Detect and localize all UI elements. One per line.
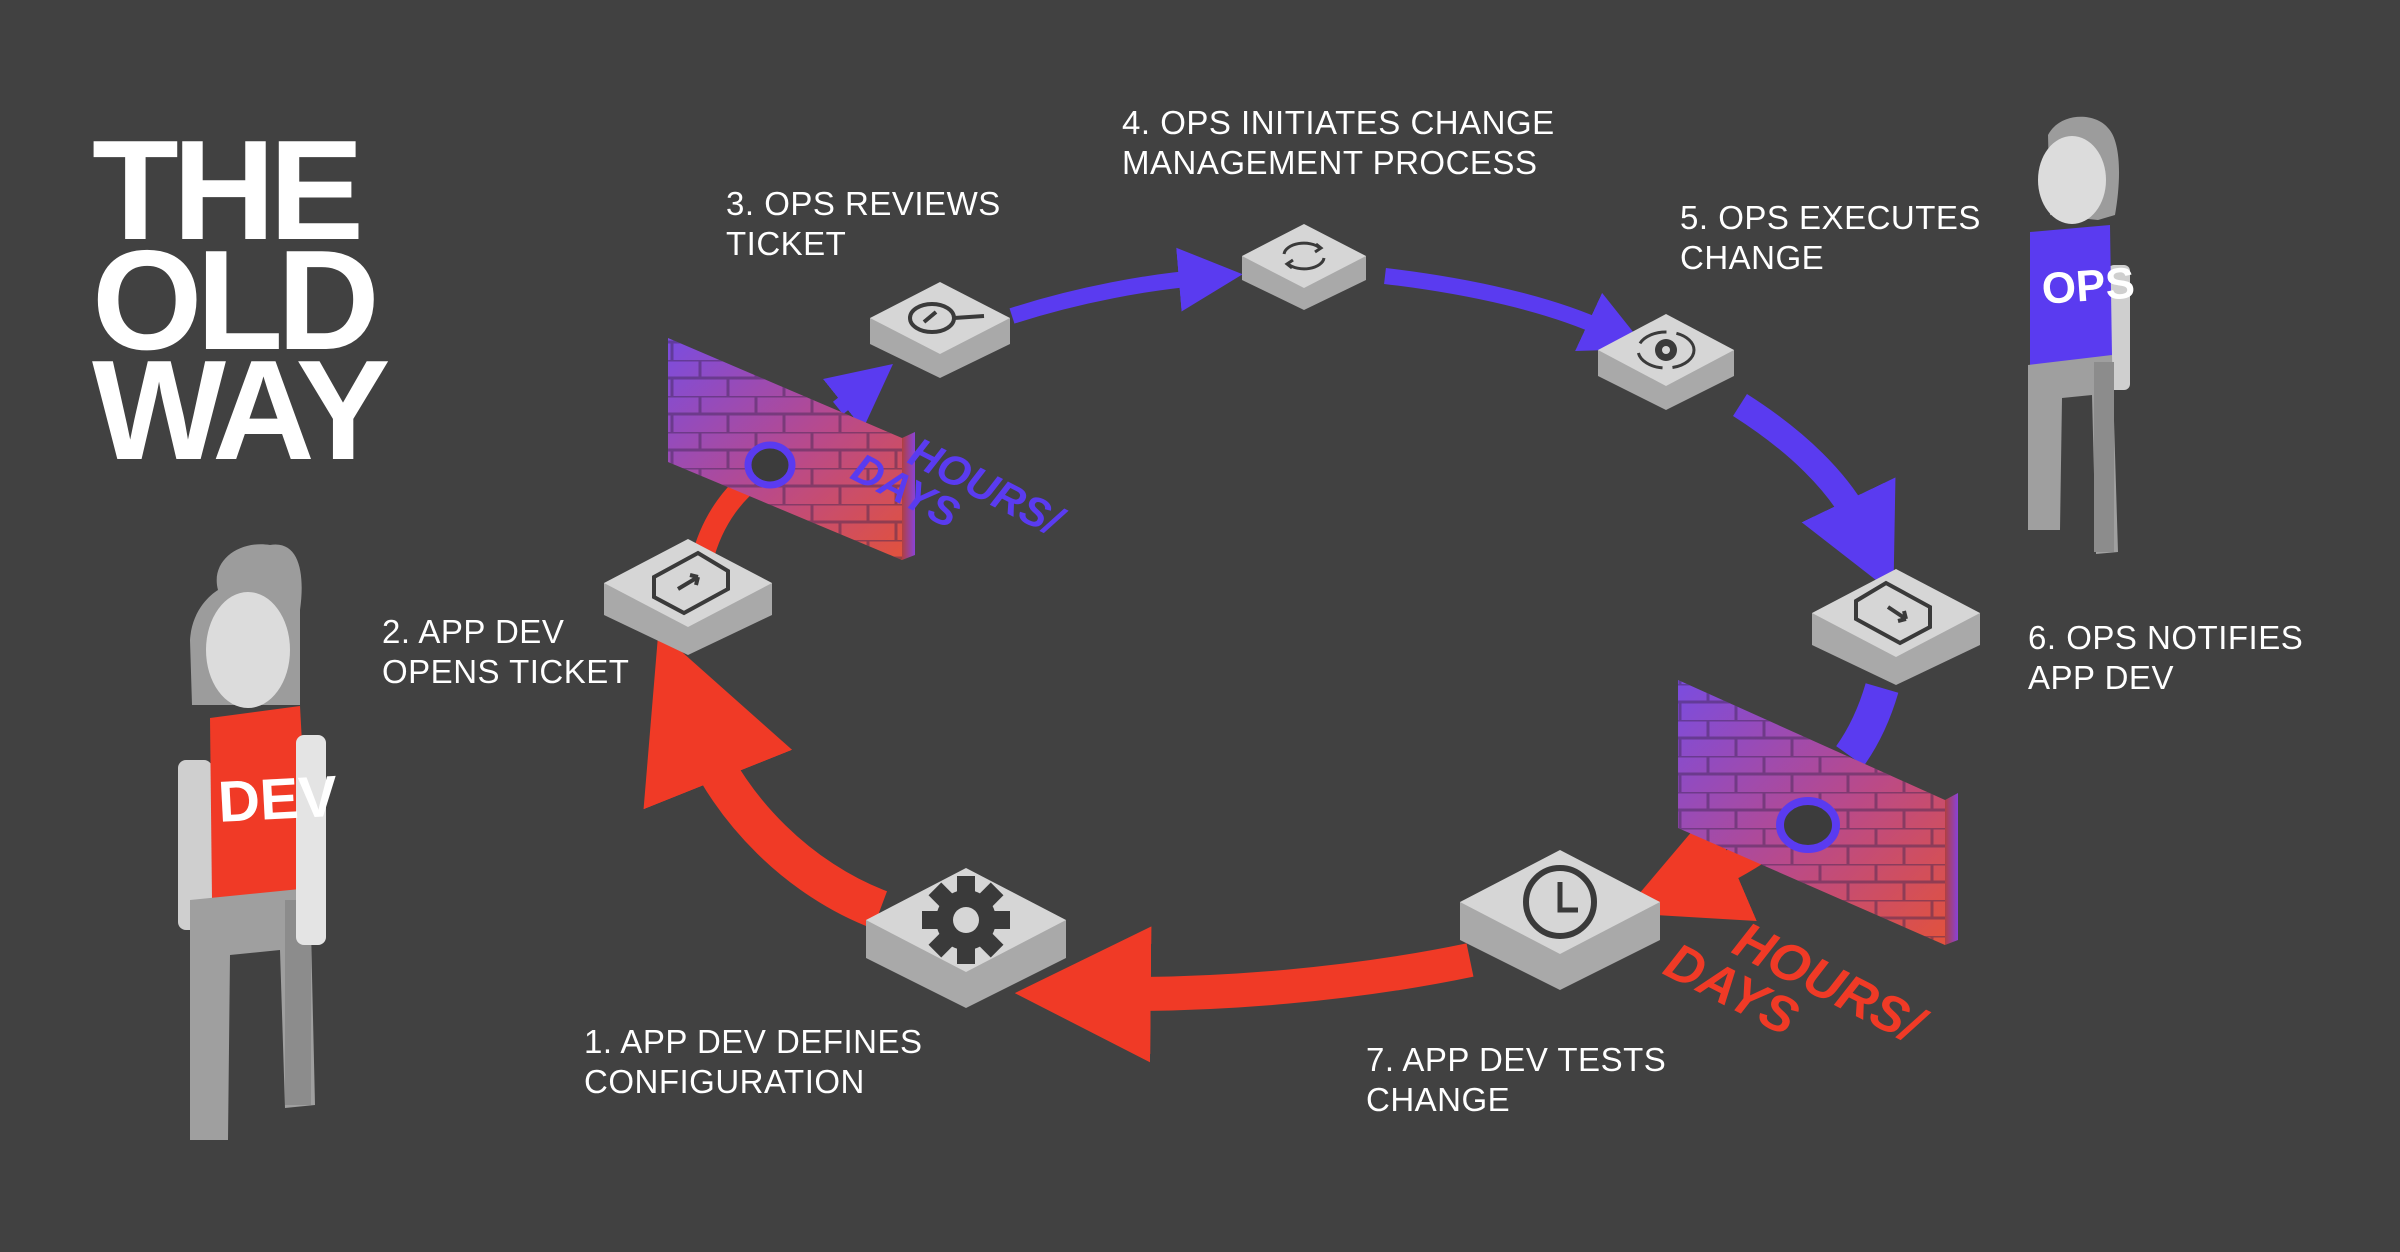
dev-head	[206, 592, 290, 708]
title-line-3: WAY	[92, 331, 390, 490]
step4-node	[1242, 224, 1366, 310]
step1-label-line1: 1. APP DEV DEFINES	[584, 1023, 923, 1060]
ticket-up-icon	[652, 550, 730, 616]
dev-shirt	[210, 706, 310, 900]
step3-label-line1: 3. OPS REVIEWS	[726, 185, 1001, 222]
step7-label-line2: CHANGE	[1366, 1081, 1511, 1118]
step5-label-line1: 5. OPS EXECUTES	[1680, 199, 1981, 236]
ticket-down-icon	[1854, 580, 1932, 646]
title-line-1: THE	[92, 111, 364, 270]
wall-hole	[1776, 797, 1840, 853]
ops-shirt-label: OPS	[2040, 259, 2136, 314]
ops-head	[2038, 136, 2106, 224]
step2-label-line2: OPENS TICKET	[382, 653, 630, 690]
refresh-cycle-icon	[1282, 241, 1326, 271]
step7-label: 7. APP DEV TESTS CHANGE	[1366, 1040, 1666, 1120]
step3-label: 3. OPS REVIEWS TICKET	[726, 184, 1001, 264]
gear-icon	[922, 876, 1010, 964]
magnify-ticket-icon	[908, 302, 985, 334]
ops-person: OPS	[2028, 116, 2136, 554]
step3-node	[870, 282, 1010, 378]
arrow-wall-to-step3	[823, 364, 893, 429]
ops-shirt	[2030, 225, 2112, 365]
step4-label-line1: 4. OPS INITIATES CHANGE	[1122, 104, 1555, 141]
gear-cycle-icon	[1636, 330, 1696, 370]
step7-label-line1: 7. APP DEV TESTS	[1366, 1041, 1667, 1078]
step6-label-line2: APP DEV	[2028, 659, 2174, 696]
step6-label: 6. OPS NOTIFIES APP DEV	[2028, 618, 2303, 698]
step6-node	[1812, 569, 1980, 685]
step2-label-line1: 2. APP DEV	[382, 613, 565, 650]
wall-hole	[744, 441, 796, 489]
arrow-step4-to-step5	[1384, 268, 1647, 351]
dev-person: DEV	[178, 544, 339, 1140]
title-line-2: OLD	[92, 221, 380, 380]
arrow-step7-to-step1	[1014, 926, 1474, 1063]
step5-node	[1598, 314, 1734, 410]
step5-label-line2: CHANGE	[1680, 239, 1825, 276]
step1-label: 1. APP DEV DEFINES CONFIGURATION	[584, 1022, 923, 1102]
step2-label: 2. APP DEV OPENS TICKET	[382, 612, 629, 692]
arrow-step3-to-step4	[1009, 247, 1243, 324]
clock-icon	[1523, 865, 1597, 939]
step4-label: 4. OPS INITIATES CHANGE MANAGEMENT PROCE…	[1122, 103, 1555, 183]
step1-label-line2: CONFIGURATION	[584, 1063, 865, 1100]
step6-label-line1: 6. OPS NOTIFIES	[2028, 619, 2304, 656]
arrow-step1-to-step2	[643, 631, 888, 929]
step4-label-line2: MANAGEMENT PROCESS	[1122, 144, 1538, 181]
step7-node	[1460, 850, 1660, 990]
lower-brick-wall	[1678, 680, 1958, 945]
step3-label-line2: TICKET	[726, 225, 847, 262]
dev-shirt-label: DEV	[216, 764, 339, 835]
cycle-arrows	[643, 247, 1899, 1063]
step2-node	[604, 539, 772, 655]
arrow-step5-to-step6	[1733, 394, 1896, 594]
upper-brick-wall	[668, 338, 915, 560]
arrow-step6-to-wall	[1835, 683, 1899, 766]
step5-label: 5. OPS EXECUTES CHANGE	[1680, 198, 1981, 278]
step1-node	[866, 868, 1066, 1008]
